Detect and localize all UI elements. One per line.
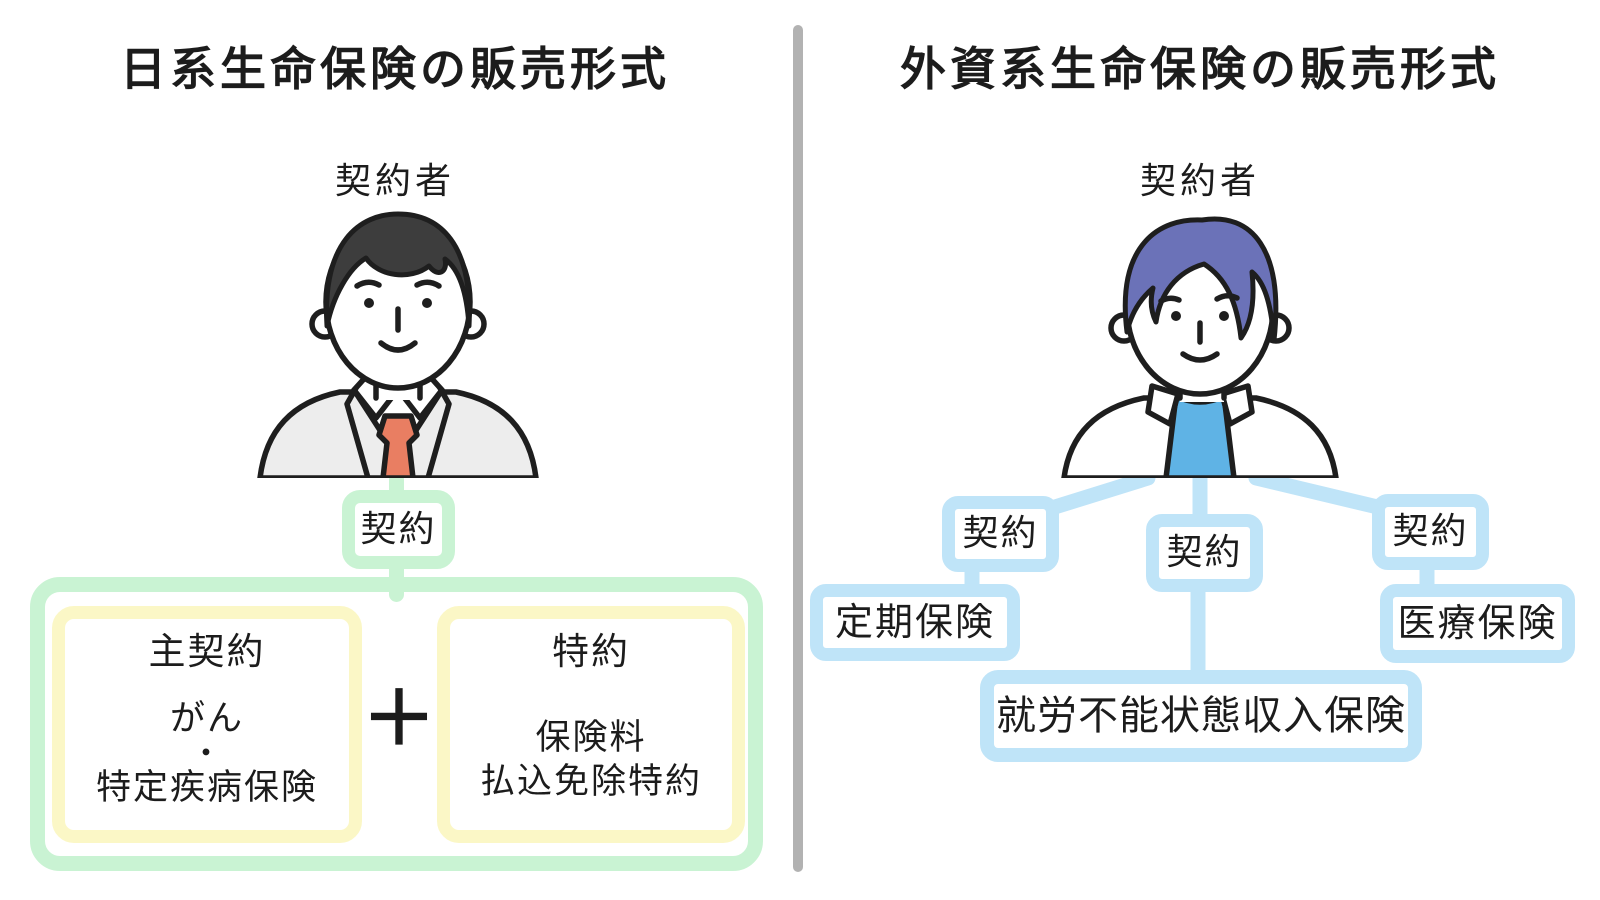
disability-income-insurance-label: 就労不能状態収入保険	[996, 693, 1406, 739]
main-contract-line-disease: 特定疾病保険	[95, 767, 318, 808]
main-contract-dot: ・	[189, 733, 224, 772]
disability-income-insurance-box: 就労不能状態収入保険	[980, 670, 1422, 762]
rider-line-waiver: 払込免除特約	[479, 761, 702, 802]
right-contract-badge-left: 契約	[942, 496, 1059, 572]
medical-insurance-box: 医療保険	[1380, 584, 1575, 663]
medical-insurance-label: 医療保険	[1397, 600, 1558, 645]
connector-person-to-contract-left	[1034, 470, 1156, 519]
plus-sign: ＋	[362, 676, 436, 762]
rider-line-premium: 保険料	[535, 717, 647, 758]
connector-person-to-contract-right	[1248, 470, 1394, 517]
rider-title: 特約	[552, 630, 630, 673]
left-connector-contract-to-group	[389, 560, 404, 602]
panel-divider	[793, 25, 803, 872]
main-contract-line-cancer: がん	[169, 698, 244, 739]
term-insurance-label: 定期保険	[834, 599, 995, 644]
right-contract-badge-right: 契約	[1372, 494, 1489, 570]
main-contract-box: 主契約 がん ・ 特定疾病保険	[52, 606, 362, 843]
main-contract-title: 主契約	[148, 630, 266, 673]
right-contract-badge-middle-label: 契約	[1166, 532, 1243, 574]
right-contractor-label: 契約者	[1139, 161, 1260, 202]
left-contract-badge-label: 契約	[360, 508, 437, 550]
left-contractor-label: 契約者	[334, 161, 455, 202]
casual-man-avatar-icon	[1061, 216, 1339, 478]
right-panel-title: 外資系生命保険の販売形式	[900, 42, 1500, 96]
suit-man-avatar-icon	[257, 211, 539, 478]
rider-box: 特約 保険料 払込免除特約	[437, 606, 745, 843]
left-contract-badge: 契約	[342, 490, 455, 569]
left-panel-title: 日系生命保険の販売形式	[120, 42, 670, 96]
right-contract-badge-middle: 契約	[1146, 514, 1263, 592]
right-contract-badge-left-label: 契約	[962, 513, 1039, 555]
right-contract-badge-right-label: 契約	[1392, 511, 1469, 553]
term-insurance-box: 定期保険	[810, 584, 1020, 661]
